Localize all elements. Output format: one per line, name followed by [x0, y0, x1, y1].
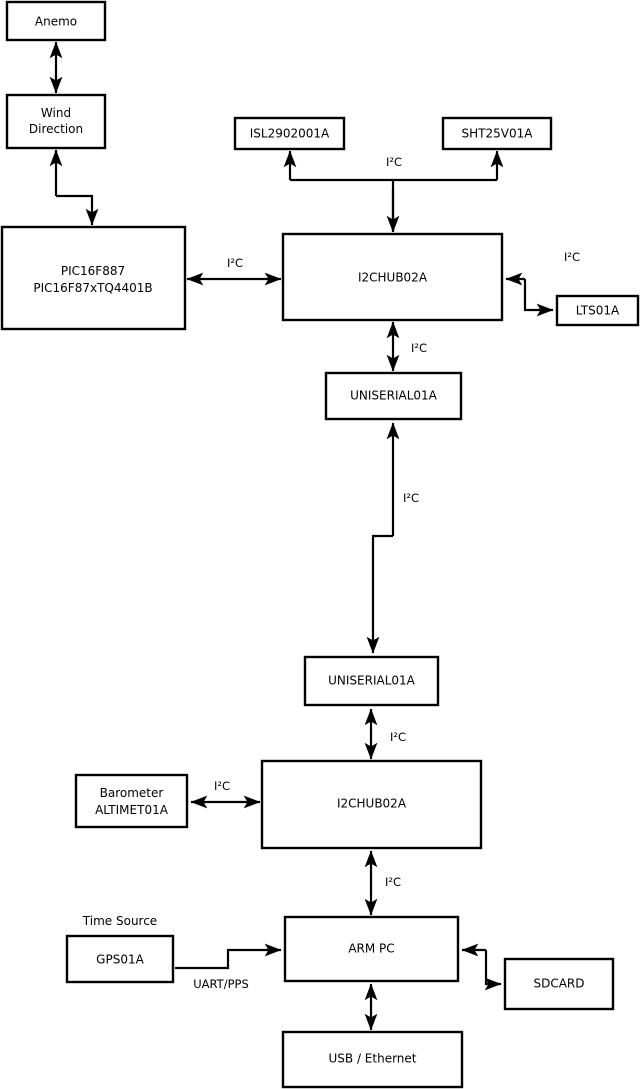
node-lts01a-label: LTS01A — [576, 304, 620, 318]
node-anemo[interactable]: Anemo — [5, 0, 107, 42]
node-arm-pc-box — [283, 915, 460, 983]
node-isl2902001a-box — [233, 116, 346, 151]
node-i2chub02a-top-label: I2CHUB02A — [358, 271, 428, 285]
node-barometer-label-line2: ALTIMET01A — [95, 803, 169, 817]
node-uniserial01a-bottom-label: UNISERIAL01A — [328, 674, 416, 688]
node-lts01a[interactable]: LTS01A — [555, 294, 640, 327]
edge-armpc-to-sdcard-elbow — [484, 950, 502, 991]
node-pic-mcu-box — [0, 225, 187, 331]
node-usb-ethernet-box — [281, 1030, 464, 1089]
edge-label-i2c-hub-uniserial: I²C — [411, 341, 427, 355]
edge-label-uart-pps: UART/PPS — [193, 977, 249, 991]
node-isl2902001a[interactable]: ISL2902001A — [233, 116, 346, 151]
node-usb-ethernet[interactable]: USB / Ethernet — [281, 1030, 464, 1089]
node-uniserial01a-bottom[interactable]: UNISERIAL01A — [303, 655, 440, 707]
label-time-source: Time Source — [82, 914, 157, 928]
node-anemo-box — [5, 0, 107, 42]
node-uniserial01a-top[interactable]: UNISERIAL01A — [324, 371, 463, 421]
node-wind-direction-label-line2: Direction — [29, 122, 83, 136]
node-barometer-label-line1: Barometer — [100, 786, 164, 800]
edge-uniserial-link-down — [366, 534, 393, 654]
node-sht25v01a-box — [441, 116, 553, 151]
node-wind-direction[interactable]: Wind Direction — [5, 93, 107, 150]
node-sdcard-label: SDCARD — [533, 977, 584, 991]
edge-gps-armpc — [175, 943, 282, 970]
edge-hub-to-lts-elbow — [523, 279, 554, 317]
node-gps01a-box — [65, 934, 175, 984]
node-wind-direction-box — [5, 93, 107, 150]
edge-wind-pic-elbow — [56, 194, 99, 226]
node-lts01a-box — [555, 294, 640, 327]
node-uniserial01a-top-label: UNISERIAL01A — [350, 389, 438, 403]
node-isl2902001a-label: ISL2902001A — [250, 127, 330, 141]
node-pic-mcu-label-line2: PIC16F87xTQ4401B — [33, 281, 152, 295]
node-pic-mcu-label-line1: PIC16F887 — [61, 264, 125, 278]
edge-label-i2c-sensors-top: I²C — [386, 155, 402, 169]
node-usb-ethernet-label: USB / Ethernet — [329, 1052, 417, 1066]
edge-label-i2c-pic-hub: I²C — [227, 256, 243, 270]
node-anemo-label: Anemo — [35, 15, 77, 29]
node-sht25v01a-label: SHT25V01A — [462, 127, 534, 141]
node-sdcard[interactable]: SDCARD — [503, 957, 615, 1011]
node-wind-direction-label-line1: Wind — [41, 106, 71, 120]
node-i2chub02a-bottom-label: I2CHUB02A — [337, 797, 407, 811]
node-barometer-box — [74, 773, 189, 829]
node-uniserial01a-top-box — [324, 371, 463, 421]
edge-label-i2c-baro-hub: I²C — [214, 779, 230, 793]
edge-label-i2c-long-link: I²C — [403, 491, 419, 505]
node-i2chub02a-bottom-box — [260, 759, 483, 850]
node-gps01a-label: GPS01A — [96, 953, 144, 967]
edge-label-i2c-hub-lts: I²C — [564, 250, 580, 264]
node-pic-mcu[interactable]: PIC16F887 PIC16F87xTQ4401B — [0, 225, 187, 331]
node-i2chub02a-top[interactable]: I2CHUB02A — [281, 232, 504, 322]
node-arm-pc[interactable]: ARM PC — [283, 915, 460, 983]
node-sdcard-box — [503, 957, 615, 1011]
node-uniserial01a-bottom-box — [303, 655, 440, 707]
node-i2chub02a-top-box — [281, 232, 504, 322]
node-i2chub02a-bottom[interactable]: I2CHUB02A — [260, 759, 483, 850]
node-sht25v01a[interactable]: SHT25V01A — [441, 116, 553, 151]
node-barometer[interactable]: Barometer ALTIMET01A — [74, 773, 189, 829]
node-gps01a[interactable]: GPS01A — [65, 934, 175, 984]
node-arm-pc-label: ARM PC — [348, 942, 394, 956]
edge-label-i2c-uniserial-hub: I²C — [390, 730, 406, 744]
edge-label-i2c-hub-armpc: I²C — [385, 875, 401, 889]
